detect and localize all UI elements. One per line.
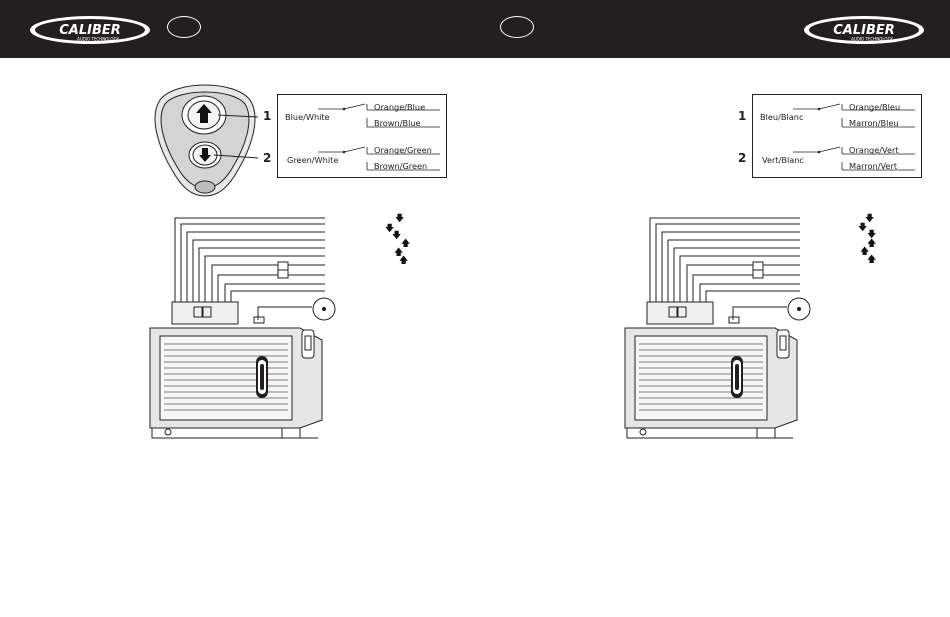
arrow-up-icon: 🡅 — [399, 257, 408, 266]
amplifier-badge — [731, 356, 743, 398]
page-french: CALIBER AUDIO TECHNOLOGY 1 2 — [475, 0, 950, 617]
arrow-down-icon: 🡇 — [392, 232, 401, 241]
amplifier-badge — [256, 356, 268, 398]
amplifier-wiring-diagram — [475, 0, 950, 617]
arrow-down-icon: 🡇 — [858, 224, 867, 233]
page-english: CALIBER AUDIO TECHNOLOGY 1 2 — [0, 0, 475, 617]
arrow-up-icon: 🡅 — [867, 256, 876, 265]
arrow-down-icon: 🡇 — [395, 215, 404, 224]
amplifier-wiring-diagram — [0, 0, 475, 617]
